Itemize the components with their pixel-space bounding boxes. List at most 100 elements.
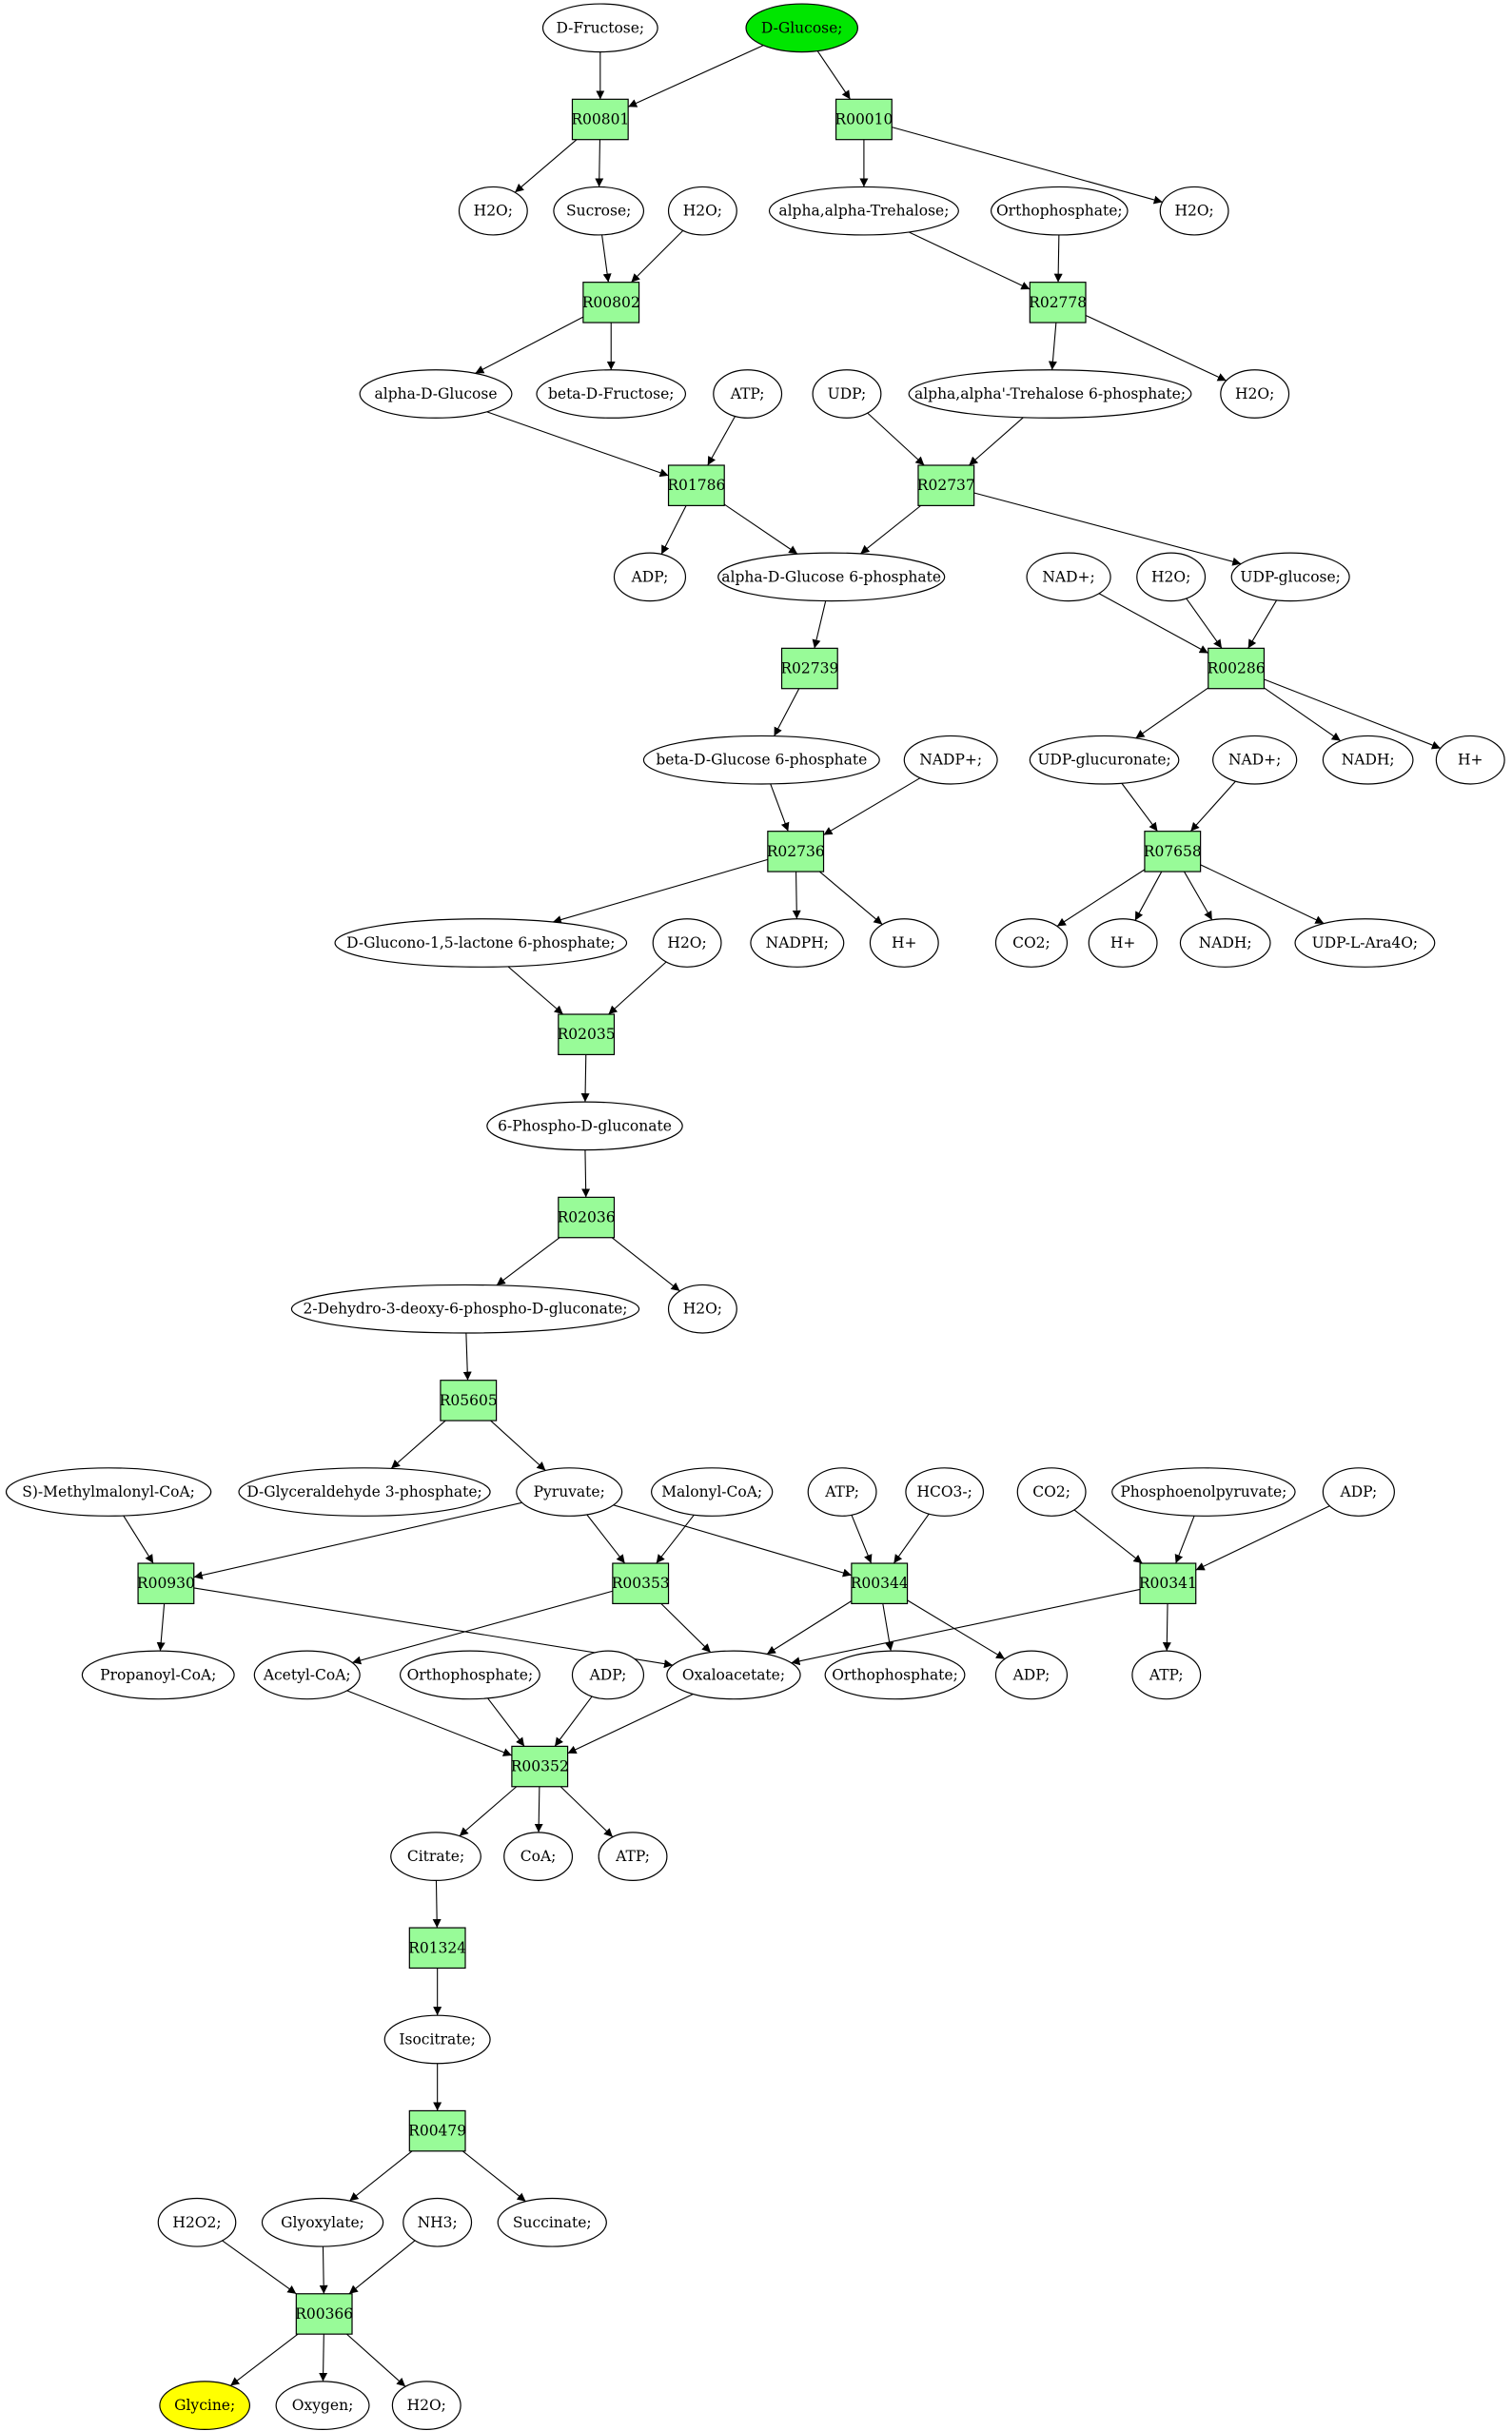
compound-atp[interactable]: ATP;	[713, 369, 783, 419]
reaction-r02736[interactable]: R02736	[767, 831, 825, 872]
compound-d-fructose[interactable]: D-Fructose;	[541, 3, 658, 53]
edge-r05605-to-c-pyruvate	[490, 1420, 546, 1471]
compound-acetyl-coa[interactable]: Acetyl-CoA;	[253, 1650, 361, 1700]
reaction-r01324[interactable]: R01324	[408, 1927, 466, 1970]
compound-h2o[interactable]: H2O;	[667, 186, 737, 236]
reaction-r00801[interactable]: R00801	[571, 98, 629, 141]
compound-orthophosphate[interactable]: Orthophosphate;	[824, 1650, 966, 1700]
target-compound-glycine[interactable]: Glycine;	[159, 2381, 251, 2430]
compound-co2[interactable]: CO2;	[1016, 1467, 1087, 1517]
compound-alpha-alpha-trehalose[interactable]: alpha,alpha-Trehalose;	[768, 186, 959, 236]
compound-oxygen[interactable]: Oxygen;	[275, 2381, 370, 2430]
reaction-r00802[interactable]: R00802	[582, 282, 640, 323]
compound-beta-d-fructose[interactable]: beta-D-Fructose;	[536, 369, 687, 419]
compound-alpha-d-glucose[interactable]: alpha-D-Glucose	[359, 369, 513, 419]
reaction-r00353[interactable]: R00353	[612, 1562, 670, 1605]
reaction-label: R00352	[511, 1758, 569, 1775]
compound-oxaloacetate[interactable]: Oxaloacetate;	[666, 1650, 801, 1700]
compound-nadh[interactable]: NADH;	[1179, 918, 1271, 968]
compound-sucrose[interactable]: Sucrose;	[553, 186, 645, 236]
reaction-r00010[interactable]: R00010	[835, 98, 893, 141]
compound-h2o[interactable]: H2O;	[1159, 186, 1229, 236]
compound-h2o[interactable]: H2O;	[458, 186, 528, 236]
compound-malonyl-coa[interactable]: Malonyl-CoA;	[650, 1467, 774, 1517]
compound-nadh[interactable]: NADH;	[1322, 735, 1414, 785]
compound-udp-l-ara4o[interactable]: UDP-L-Ara4O;	[1294, 918, 1436, 968]
compound-glyoxylate[interactable]: Glyoxylate;	[261, 2197, 384, 2247]
reaction-r07658[interactable]: R07658	[1144, 831, 1202, 872]
compound-udp-glucose[interactable]: UDP-glucose;	[1230, 552, 1350, 602]
compound-h2o[interactable]: H2O;	[1220, 369, 1290, 419]
compound-nadph[interactable]: NADPH;	[750, 918, 845, 968]
compound-phosphoenolpyruvate[interactable]: Phosphoenolpyruvate;	[1111, 1467, 1296, 1517]
reaction-r00930[interactable]: R00930	[137, 1562, 195, 1605]
compound-atp[interactable]: ATP;	[1131, 1650, 1202, 1700]
compound-isocitrate[interactable]: Isocitrate;	[383, 2014, 491, 2065]
compound-alpha-alpha-trehalose-6-phosphate[interactable]: alpha,alpha'-Trehalose 6-phosphate;	[908, 369, 1192, 419]
compound-atp[interactable]: ATP;	[598, 1832, 668, 1881]
reaction-r00352[interactable]: R00352	[511, 1745, 569, 1788]
edge-r00366-to-c-oxygen	[319, 2334, 328, 2382]
reaction-r02778[interactable]: R02778	[1029, 282, 1087, 323]
compound-hco3[interactable]: HCO3-;	[905, 1467, 985, 1517]
compound-2-dehydro-3-deoxy-6-phospho-d-gluconate[interactable]: 2-Dehydro-3-deoxy-6-phospho-D-gluconate;	[290, 1284, 640, 1334]
reaction-r02737[interactable]: R02737	[917, 464, 975, 506]
compound-adp[interactable]: ADP;	[571, 1650, 645, 1700]
compound-udp-glucuronate[interactable]: UDP-glucuronate;	[1029, 735, 1180, 785]
compound-alpha-d-glucose-6-phosphate[interactable]: alpha-D-Glucose 6-phosphate	[717, 552, 946, 602]
reaction-r01786[interactable]: R01786	[667, 464, 725, 506]
compound-ellipse	[990, 186, 1129, 236]
compound-h2o[interactable]: H2O;	[1136, 552, 1207, 602]
compound-coa[interactable]: CoA;	[503, 1832, 574, 1881]
compound-6-phospho-d-gluconate[interactable]: 6-Phospho-D-gluconate	[486, 1101, 683, 1151]
compound-h[interactable]: H+	[1435, 735, 1505, 785]
compound-orthophosphate[interactable]: Orthophosphate;	[990, 186, 1129, 236]
reaction-r05605[interactable]: R05605	[440, 1380, 498, 1421]
compound-succinate[interactable]: Succinate;	[497, 2197, 607, 2247]
compound-ellipse	[650, 1467, 774, 1517]
compound-adp[interactable]: ADP;	[994, 1650, 1069, 1700]
reaction-r00366[interactable]: R00366	[295, 2293, 353, 2335]
compound-ellipse	[598, 1832, 668, 1881]
compound-nadp[interactable]: NADP+;	[903, 735, 998, 785]
compound-label: H2O;	[474, 203, 513, 220]
compound-s-methylmalonyl-coa[interactable]: S)-Methylmalonyl-CoA;	[5, 1467, 212, 1517]
compound-citrate[interactable]: Citrate;	[390, 1832, 481, 1881]
compound-ellipse	[486, 1101, 683, 1151]
compound-h2o[interactable]: H2O;	[652, 918, 722, 968]
compound-nad[interactable]: NAD+;	[1212, 735, 1298, 785]
compound-h[interactable]: H+	[869, 918, 939, 968]
edge-r00352-to-c-atp-4	[560, 1786, 614, 1838]
compound-udp[interactable]: UDP;	[812, 369, 882, 419]
reaction-r00344[interactable]: R00344	[851, 1562, 909, 1605]
reaction-box	[835, 98, 893, 141]
reaction-r00479[interactable]: R00479	[408, 2109, 466, 2152]
compound-ellipse	[1016, 1467, 1087, 1517]
reaction-r02036[interactable]: R02036	[558, 1196, 616, 1239]
reaction-r00341[interactable]: R00341	[1139, 1562, 1197, 1605]
reaction-r02739[interactable]: R02739	[780, 647, 838, 690]
reaction-r02035[interactable]: R02035	[558, 1013, 616, 1056]
compound-h2o[interactable]: H2O;	[667, 1284, 737, 1334]
compound-nad[interactable]: NAD+;	[1026, 552, 1111, 602]
compound-d-glyceraldehyde-3-phosphate[interactable]: D-Glyceraldehyde 3-phosphate;	[238, 1467, 491, 1517]
compound-atp[interactable]: ATP;	[807, 1467, 877, 1517]
reaction-r00286[interactable]: R00286	[1208, 647, 1266, 690]
compound-orthophosphate[interactable]: Orthophosphate;	[399, 1650, 540, 1700]
compound-beta-d-glucose-6-phosphate[interactable]: beta-D-Glucose 6-phosphate	[642, 735, 880, 785]
compound-label: NADP+;	[919, 752, 982, 769]
compound-co2[interactable]: CO2;	[994, 918, 1069, 968]
compound-adp[interactable]: ADP;	[1322, 1467, 1395, 1517]
compound-nh3[interactable]: NH3;	[403, 2197, 473, 2247]
compound-label: H+	[1110, 934, 1136, 951]
compound-d-glucono-1-5-lactone-6-phosphate[interactable]: D-Glucono-1,5-lactone 6-phosphate;	[334, 918, 628, 968]
start-compound-d-glucose[interactable]: D-Glucose;	[745, 3, 858, 53]
reaction-label: R05605	[440, 1392, 498, 1409]
compound-pyruvate[interactable]: Pyruvate;	[516, 1467, 623, 1517]
compound-label: NADPH;	[766, 934, 829, 951]
compound-h[interactable]: H+	[1088, 918, 1158, 968]
compound-h2o2[interactable]: H2O2;	[157, 2197, 237, 2247]
compound-h2o[interactable]: H2O;	[391, 2381, 461, 2430]
compound-adp[interactable]: ADP;	[613, 552, 687, 602]
compound-propanoyl-coa[interactable]: Propanoyl-CoA;	[81, 1650, 235, 1700]
